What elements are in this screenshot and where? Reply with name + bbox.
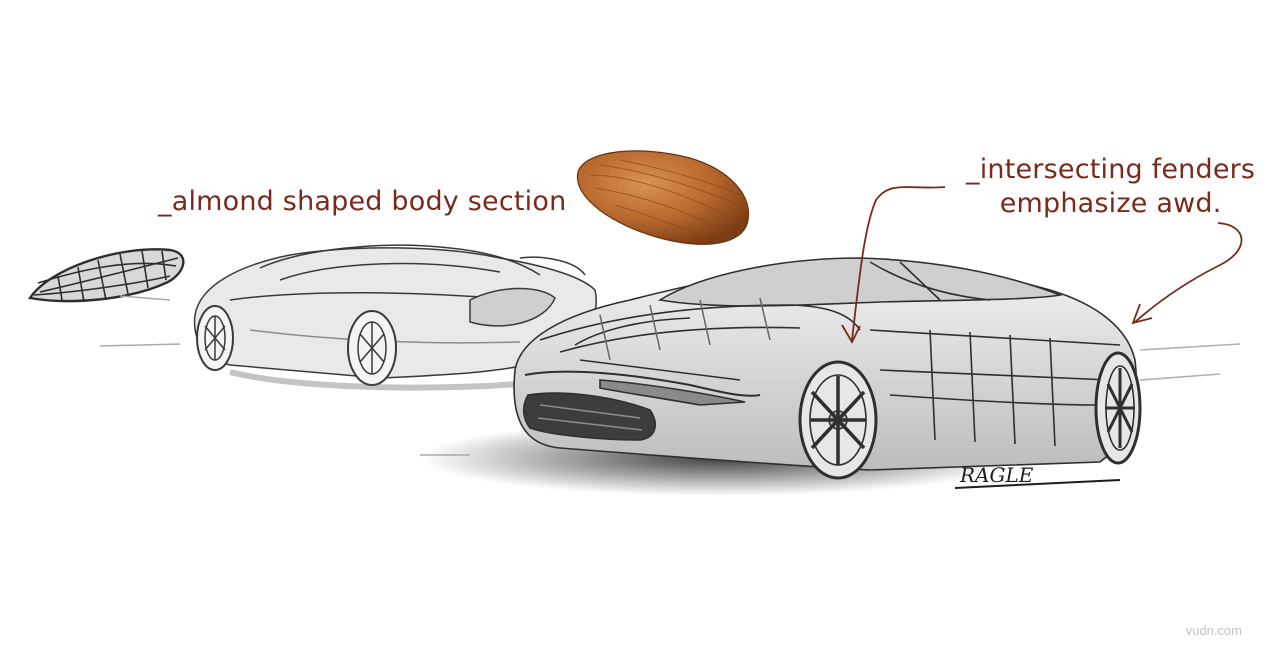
signature-text: RAGLE: [959, 463, 1034, 487]
watermark: vudn.com: [1185, 623, 1242, 638]
almond-wireframe-sketch: [27, 248, 185, 303]
almond-photo: [576, 150, 750, 245]
car-sketch-main: [420, 257, 1241, 480]
car-sketch-rear-view: [99, 244, 597, 391]
annotation-fenders-line1: _intersecting fenders: [966, 154, 1256, 185]
artist-signature: RAGLE: [954, 463, 1121, 489]
annotation-fenders: _intersecting fenders emphasize awd.: [966, 153, 1255, 221]
annotation-almond-body: _almond shaped body section: [158, 186, 567, 217]
annotation-fenders-line2: emphasize awd.: [999, 188, 1222, 219]
annotation-arrows: [841, 186, 1243, 344]
